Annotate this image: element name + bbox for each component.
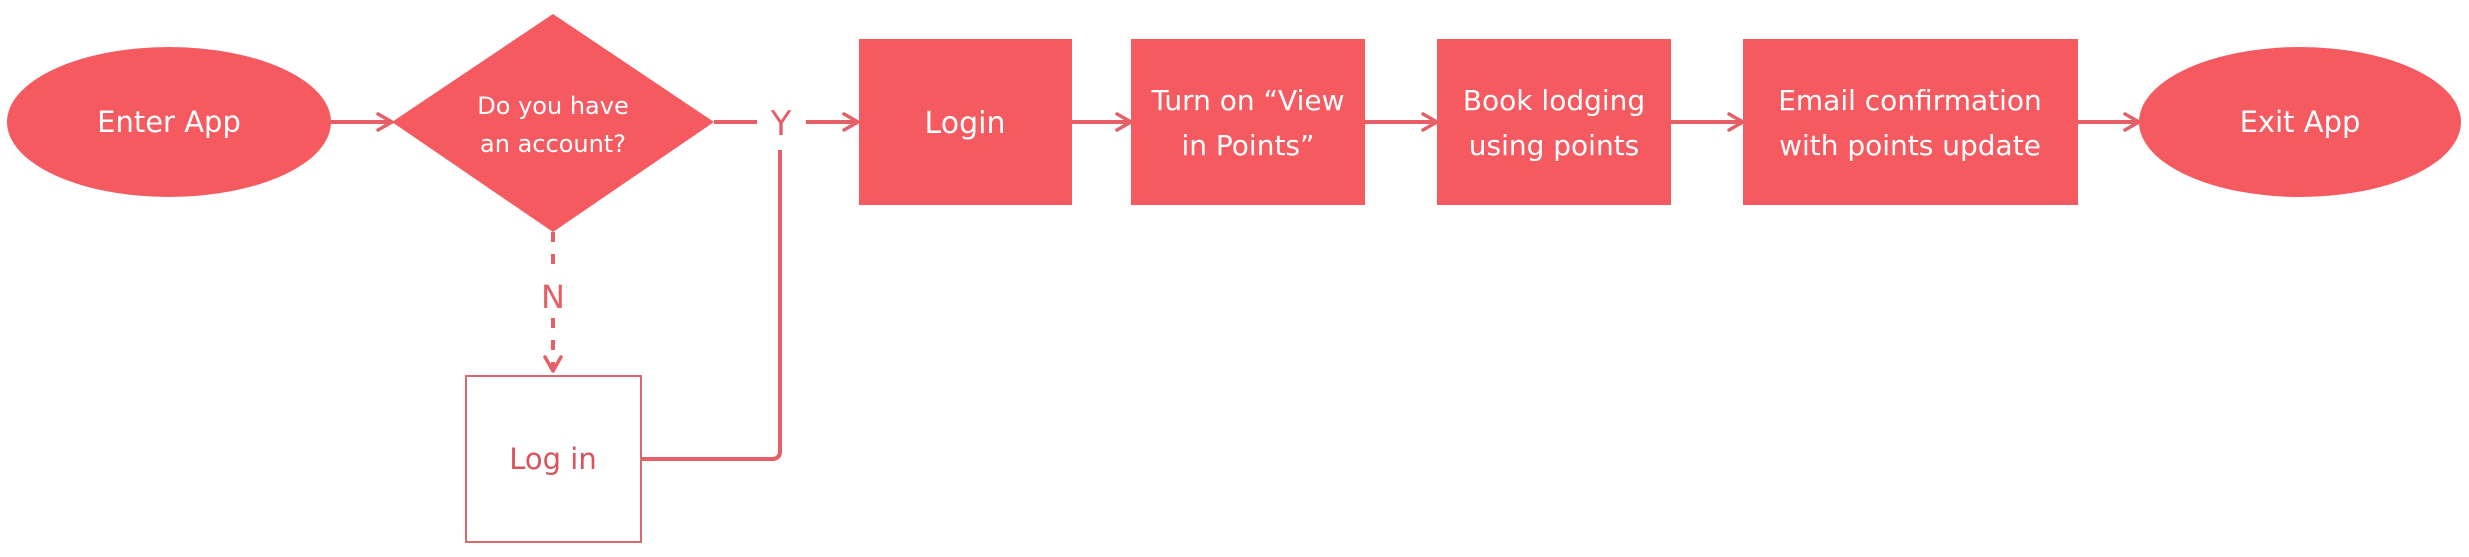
book-lodging-shape xyxy=(1437,39,1671,205)
connectors xyxy=(331,112,2141,461)
log-in-alt-label: Log in xyxy=(509,442,596,476)
node-enter-app: Enter App xyxy=(7,47,331,197)
email-confirmation-shape xyxy=(1743,39,2078,205)
email-confirmation-label-line1: Email confirmation xyxy=(1778,84,2042,117)
node-exit-app: Exit App xyxy=(2139,47,2461,197)
enter-app-label: Enter App xyxy=(97,105,241,139)
node-view-points: Turn on “View in Points” xyxy=(1131,39,1365,205)
book-lodging-label-line1: Book lodging xyxy=(1463,84,1645,117)
node-decision: Do you have an account? xyxy=(392,14,714,232)
login-label: Login xyxy=(925,106,1006,141)
node-log-in-alt: Log in xyxy=(465,375,642,543)
exit-app-shape xyxy=(2139,47,2461,197)
view-points-shape xyxy=(1131,39,1365,205)
enter-app-shape xyxy=(7,47,331,197)
decision-label-line1: Do you have xyxy=(477,92,628,120)
login-shape xyxy=(859,39,1072,205)
view-points-label-line2: in Points” xyxy=(1181,129,1314,162)
edge-log-in-to-yes-path xyxy=(642,150,782,461)
node-email-confirmation: Email confirmation with points update xyxy=(1743,39,2078,205)
email-confirmation-label-line2: with points update xyxy=(1779,129,2041,162)
node-login: Login xyxy=(859,39,1072,205)
view-points-label-line1: Turn on “View xyxy=(1151,84,1345,117)
log-in-alt-shape xyxy=(465,375,642,543)
yes-edge-label: Y xyxy=(770,104,792,144)
no-edge-label: N xyxy=(541,278,565,316)
book-lodging-label-line2: using points xyxy=(1469,129,1640,162)
node-book-lodging: Book lodging using points xyxy=(1437,39,1671,205)
decision-shape xyxy=(392,14,714,232)
decision-label-line2: an account? xyxy=(480,130,626,158)
exit-app-label: Exit App xyxy=(2240,105,2361,139)
